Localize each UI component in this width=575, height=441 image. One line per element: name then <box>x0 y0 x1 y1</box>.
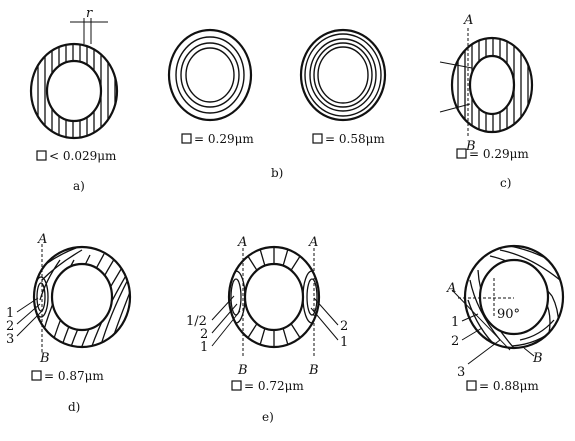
figure-a-r-label: r <box>86 6 93 21</box>
figure-f-outer-ring <box>463 244 565 350</box>
figure-f: A B 90° 1 2 3 = 0.88μm <box>446 244 565 393</box>
figure-d-zone-1: 1 <box>6 306 14 321</box>
figure-e-value-square <box>231 380 242 391</box>
figure-b-right-value-square <box>312 133 323 144</box>
figure-d-caption: d) <box>68 400 80 414</box>
figure-e-outer-ring <box>227 245 321 349</box>
figure-e-zone-left-2: 2 <box>200 327 208 342</box>
figure-c-label-B: B <box>465 139 476 154</box>
figure-d-outer-ring <box>32 245 132 349</box>
figure-f-value-square <box>466 380 477 391</box>
figure-b-left-value-square <box>181 133 192 144</box>
figure-b-left-rings <box>167 28 253 122</box>
figure-e-label-A-right: A <box>308 235 318 250</box>
figure-b-caption: b) <box>271 166 283 180</box>
figure-e-label-B-left: B <box>237 363 248 378</box>
figure-f-angle: 90° <box>497 307 520 322</box>
figure-c-value-square <box>456 148 467 159</box>
figure-b-right-rings <box>299 28 387 122</box>
figure-e: A A B B 1/2 2 1 2 1 = 0.72μm e) <box>186 235 348 424</box>
figure-f-zone-3: 3 <box>457 365 465 380</box>
figure-c-value: = 0.29μm <box>469 147 529 161</box>
figure-a-value-square <box>36 150 47 161</box>
figure-c-caption: c) <box>500 176 511 190</box>
figure-f-zone-2: 2 <box>451 334 459 349</box>
figure-a-outer-ring <box>29 42 119 140</box>
figure-e-zone-right-2: 2 <box>340 319 348 334</box>
figure-d-zone-2: 2 <box>6 319 14 334</box>
figure-f-zone-1: 1 <box>451 315 459 330</box>
figure-e-value: = 0.72μm <box>244 379 304 393</box>
figure-d-label-B: B <box>39 351 50 366</box>
figure-e-label-A-left: A <box>237 235 247 250</box>
figure-f-value: = 0.88μm <box>479 379 539 393</box>
figure-f-label-A: A <box>446 281 456 296</box>
figure-c-label-A: A <box>463 13 473 28</box>
figure-e-inner-ring <box>243 262 305 332</box>
figure-d-value: = 0.87μm <box>44 369 104 383</box>
figure-a: r < 0.029μm a) <box>29 6 119 193</box>
figure-d: A B 1 2 3 = 0.87μm d) <box>6 232 132 414</box>
figure-f-label-B: B <box>532 351 543 366</box>
figure-c: A B = 0.29μm c) <box>439 13 534 190</box>
figure-e-label-B-right: B <box>308 363 319 378</box>
figure-a-caption: a) <box>73 179 85 193</box>
figure-c-inner-ring <box>468 54 516 116</box>
figure-a-inner-ring <box>45 59 103 123</box>
figure-d-inner-ring <box>50 262 114 332</box>
figure-d-zone-3: 3 <box>6 332 14 347</box>
figure-a-value: < 0.029μm <box>49 149 117 163</box>
figure-b: = 0.29μm = 0.58μm b) <box>167 28 387 180</box>
figure-d-label-A: A <box>37 232 47 247</box>
figure-e-caption: e) <box>262 410 274 424</box>
figure-e-zone-right-1: 1 <box>340 335 348 350</box>
figure-d-value-square <box>31 370 42 381</box>
figure-e-zone-left-1: 1 <box>200 340 208 355</box>
figure-c-outer-ring <box>450 36 534 134</box>
figure-e-hatching <box>229 247 319 347</box>
figure-e-zone-left-1-2: 1/2 <box>186 314 207 329</box>
figure-f-inner-ring <box>478 258 550 336</box>
figure-b-right-value: = 0.58μm <box>325 132 385 146</box>
figure-b-left-value: = 0.29μm <box>194 132 254 146</box>
